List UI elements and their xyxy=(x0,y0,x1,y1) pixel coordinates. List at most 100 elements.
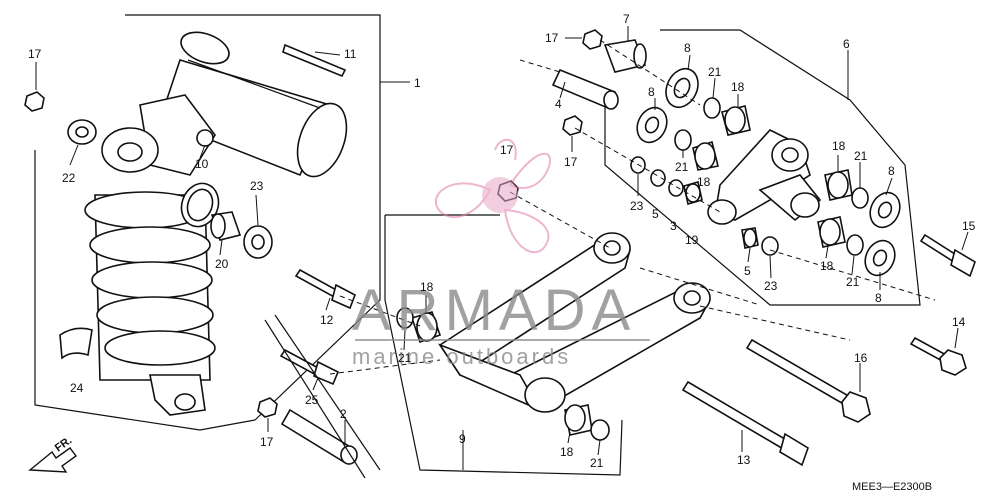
collar-4 xyxy=(551,68,619,110)
callout-18-right-upper: 18 xyxy=(832,139,846,153)
bolt-12 xyxy=(294,268,357,310)
collar-2 xyxy=(280,408,358,465)
callout-25: 25 xyxy=(305,393,319,407)
callout-3: 3 xyxy=(670,219,677,233)
seal-21-right-lower xyxy=(846,234,864,256)
callout-9: 9 xyxy=(459,432,466,446)
watermark-brand: ARMADA xyxy=(352,278,636,343)
washer-23-right xyxy=(761,236,779,256)
callout-7: 7 xyxy=(623,12,630,26)
bearing-18-right-lower xyxy=(817,216,846,248)
callout-18-lower-arm: 18 xyxy=(560,445,574,459)
label-sticker-11 xyxy=(282,43,347,78)
callout-14: 14 xyxy=(952,315,966,329)
ring-10 xyxy=(180,182,220,228)
bearing-18-mid xyxy=(692,140,719,171)
nut-17-bottom xyxy=(257,397,278,418)
callout-12: 12 xyxy=(320,313,334,327)
seal-21-lower-arm xyxy=(590,419,610,441)
seal-21-top xyxy=(703,97,721,119)
bearing-19 xyxy=(683,180,703,206)
bearing-18-right-upper xyxy=(824,169,853,201)
callout-22: 22 xyxy=(62,171,76,185)
callout-17-bottom-left: 17 xyxy=(260,435,274,449)
cushion-arm-frame xyxy=(384,214,623,476)
seal-21-mid xyxy=(674,129,692,151)
washer-8-mid xyxy=(636,106,668,144)
bearing-18-upper-arm xyxy=(410,311,442,344)
callout-8-mid: 8 xyxy=(648,85,655,99)
callout-17-top: 17 xyxy=(545,31,559,45)
bearing-18-lower-arm xyxy=(564,404,593,436)
collar-20 xyxy=(210,211,242,241)
connecting-rod-frame xyxy=(604,29,921,306)
callout-10: 10 xyxy=(195,157,209,171)
seal-21-upper-arm xyxy=(396,307,414,329)
nut-17-mid xyxy=(562,115,583,136)
callout-17-mid: 17 xyxy=(564,155,578,169)
connecting-rod-6 xyxy=(707,129,822,225)
callout-17-arm: 17 xyxy=(500,143,514,157)
callout-8-top: 8 xyxy=(684,41,691,55)
callout-21-upper-arm: 21 xyxy=(398,351,412,365)
seal-21-right-upper xyxy=(851,187,869,209)
callout-21-mid: 21 xyxy=(675,160,689,174)
shock-reservoir xyxy=(159,31,348,178)
callout-15: 15 xyxy=(962,219,976,233)
callout-20: 20 xyxy=(215,257,229,271)
callout-18-right-lower: 18 xyxy=(820,259,834,273)
washer-8-right-upper xyxy=(869,191,901,229)
washer-8-top xyxy=(665,67,699,109)
callout-21-right-lower: 21 xyxy=(846,275,860,289)
bolt-14 xyxy=(909,336,967,376)
callout-21-right-upper: 21 xyxy=(854,149,868,163)
collar-3 xyxy=(668,179,684,197)
bolt-25 xyxy=(279,348,340,386)
nut-17-top xyxy=(582,29,603,50)
callout-1: 1 xyxy=(414,76,421,90)
callout-23-right: 23 xyxy=(764,279,778,293)
callout-11: 11 xyxy=(344,47,357,61)
shock-absorber-body xyxy=(84,94,216,416)
callout-18-upper-arm: 18 xyxy=(420,280,434,294)
callout-2: 2 xyxy=(340,407,347,421)
callout-18-mid: 18 xyxy=(697,175,711,189)
washer-22 xyxy=(67,119,97,145)
leader-lines xyxy=(35,26,969,470)
callout-17-top-left: 17 xyxy=(28,47,42,61)
assembly-lines xyxy=(329,39,936,375)
callout-labels: 17 11 1 22 10 23 20 24 12 25 17 2 7 17 8… xyxy=(28,12,976,470)
callout-16: 16 xyxy=(854,351,868,365)
shock-absorber-frame xyxy=(34,14,381,431)
callout-18-top: 18 xyxy=(731,80,745,94)
callout-8-right-upper: 8 xyxy=(888,164,895,178)
washer-23-left xyxy=(243,225,273,259)
callout-4: 4 xyxy=(555,97,562,111)
callout-5-right: 5 xyxy=(744,264,751,278)
callout-23-mid: 23 xyxy=(630,199,644,213)
front-direction-arrow-icon xyxy=(28,447,77,473)
bolt-13 xyxy=(681,380,809,467)
callout-19: 19 xyxy=(685,233,699,247)
callout-8-right-lower: 8 xyxy=(875,291,882,305)
callout-5-mid: 5 xyxy=(652,207,659,221)
diagram-code: MEE3—E2300B xyxy=(852,481,932,493)
frame-lines-left xyxy=(264,314,381,479)
callout-21-lower-arm: 21 xyxy=(590,456,604,470)
clip-24 xyxy=(59,327,93,360)
collar-5-right xyxy=(741,227,759,249)
washer-8-right-lower xyxy=(864,239,896,277)
bolt-15 xyxy=(919,233,976,278)
watermark-tagline: marine outboards xyxy=(352,344,571,369)
callout-6: 6 xyxy=(843,37,850,51)
nut-17-left xyxy=(24,91,45,112)
callout-21-top: 21 xyxy=(708,65,722,79)
callout-24: 24 xyxy=(70,381,84,395)
collar-5-mid xyxy=(650,169,666,187)
bearing-18-top xyxy=(721,105,751,136)
callout-23-left: 23 xyxy=(250,179,264,193)
bolt-16 xyxy=(745,338,871,423)
watermark-logo xyxy=(434,138,551,254)
callout-13: 13 xyxy=(737,453,751,467)
